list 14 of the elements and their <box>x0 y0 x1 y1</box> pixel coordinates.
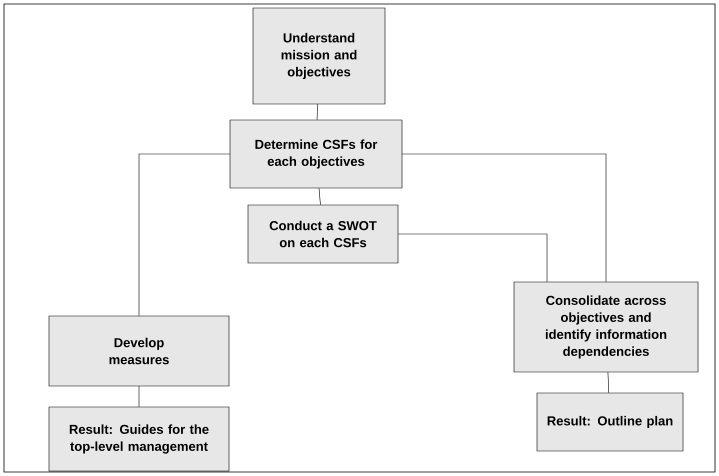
connector-line <box>318 188 321 205</box>
process-box: Result: Outline plan <box>536 392 684 452</box>
connector-line <box>316 104 318 120</box>
connector-line <box>608 372 610 393</box>
process-box: Conduct a SWOT on each CSFs <box>248 204 398 264</box>
connector-line <box>138 386 140 407</box>
connector-line <box>398 234 548 282</box>
process-box: Determine CSFs for each objectives <box>230 120 402 188</box>
process-box: Result: Guides for the top-level management <box>48 406 230 472</box>
process-box: Develop measures <box>48 316 230 386</box>
connector-line <box>402 154 606 282</box>
connector-line <box>138 154 230 316</box>
process-box: Understand mission and objectives <box>252 8 386 104</box>
process-box: Consolidate across objectives and identify information dependencies <box>514 282 698 372</box>
